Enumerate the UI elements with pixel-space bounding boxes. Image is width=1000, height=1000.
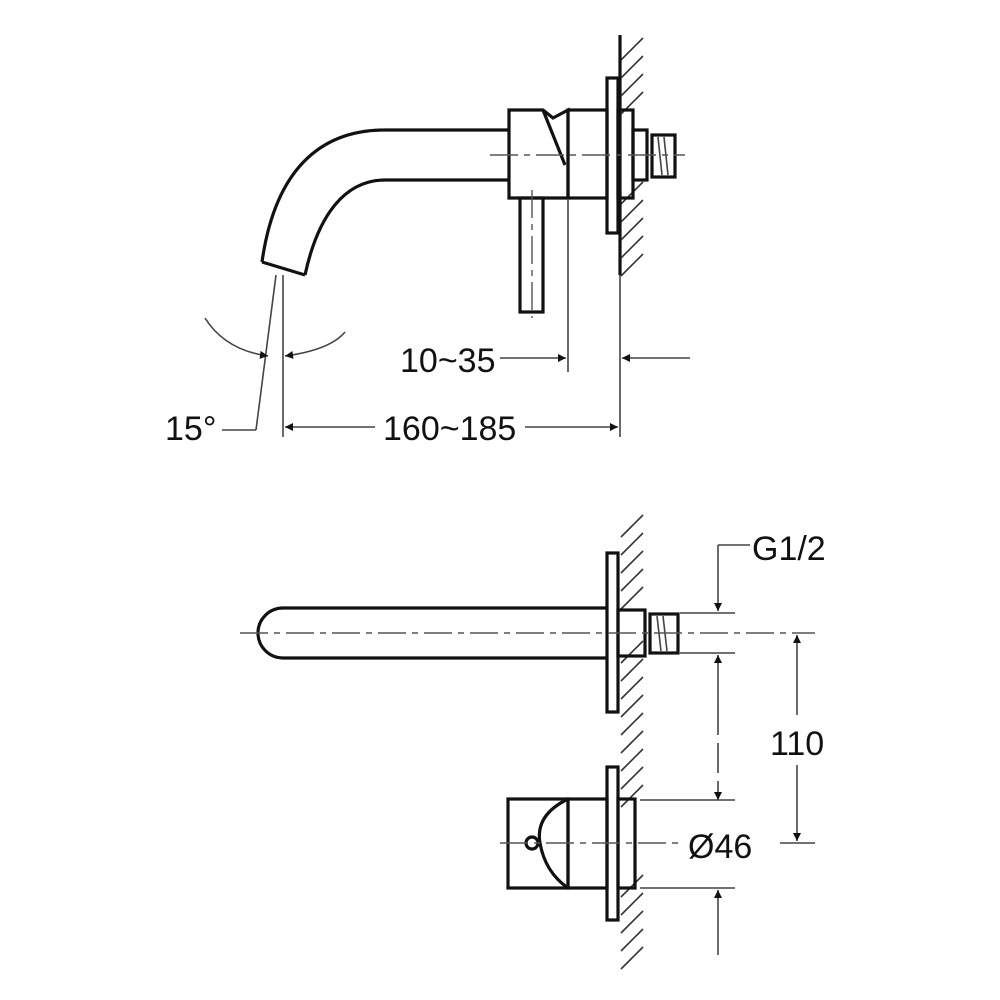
hatch-line (620, 748, 644, 772)
wall-offset-label: 10~35 (400, 342, 496, 380)
side-view: 15° 160~185 10~35 (165, 35, 690, 448)
hatch-line (620, 892, 644, 916)
hatch-line (620, 55, 644, 79)
hatch-line (620, 658, 644, 682)
diameter-label: Ø46 (688, 828, 752, 866)
hatch-line (620, 586, 644, 610)
hatch-line (620, 874, 644, 898)
dimension-wall-offset: 10~35 (400, 200, 690, 380)
mixer-body-side (490, 76, 685, 235)
projection-label: 160~185 (383, 410, 516, 448)
hatch-line (620, 784, 644, 808)
hatch-line (620, 730, 644, 754)
thread-label: G1/2 (752, 530, 826, 568)
mixer-body-top: Ø46 (500, 765, 752, 955)
spout-top (240, 551, 815, 714)
hatch-line (620, 199, 644, 223)
dimension-spacing: 110 (770, 635, 824, 844)
dimension-angle: 15° (165, 274, 346, 448)
hatch-line (620, 217, 644, 241)
hatch-line (620, 640, 644, 664)
top-view: G1/2 110 Ø46 (240, 514, 826, 970)
hatch-line (620, 37, 644, 61)
hatch-line (620, 235, 644, 259)
wall-hatch-bottom (620, 514, 644, 970)
hatch-line (620, 694, 644, 718)
spout-side (260, 128, 509, 277)
hatch-line (620, 928, 644, 952)
hatch-line (620, 73, 644, 97)
dimension-thread: G1/2 (714, 530, 826, 800)
hatch-line (620, 946, 644, 970)
lever-handle (518, 190, 545, 318)
hatch-line (620, 568, 644, 592)
hatch-line (620, 532, 644, 556)
angle-label: 15° (165, 410, 216, 448)
dimension-projection: 160~185 (285, 275, 621, 448)
spacing-label: 110 (770, 725, 824, 763)
hatch-line (620, 253, 644, 277)
hatch-line (620, 712, 644, 736)
hatch-line (620, 676, 644, 700)
hatch-line (620, 766, 644, 790)
hatch-line (620, 910, 644, 934)
hatch-line (620, 514, 644, 538)
hatch-line (620, 550, 644, 574)
